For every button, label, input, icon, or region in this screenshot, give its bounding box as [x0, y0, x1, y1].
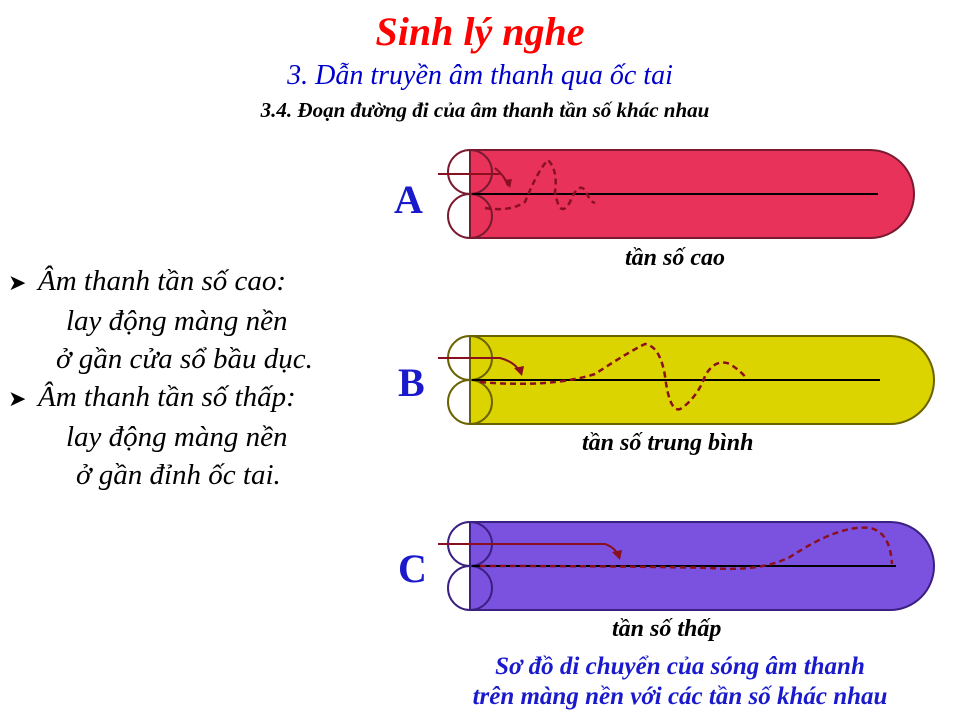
round-window-shape: [447, 565, 493, 611]
bullet-item: ➤ Âm thanh tần số cao:: [8, 262, 378, 302]
caption-line: trên màng nền với các tần số khác nhau: [472, 683, 888, 710]
bullet-text-line: ở gần cửa sổ bầu dục.: [56, 343, 313, 375]
panel-letter: C: [398, 546, 427, 591]
panel-b: B tần số trung bình: [398, 335, 935, 456]
arrow-bullet-icon: ➤: [8, 270, 27, 295]
bullet-text-line: ở gần đỉnh ốc tai.: [76, 459, 281, 491]
bullet-list: ➤Âm thanh tần số cao: lay động màng nền …: [8, 262, 378, 494]
bullet-text: Âm thanh tần số thấp:: [38, 381, 296, 413]
round-window-shape: [447, 379, 493, 425]
wave-path: [479, 342, 748, 411]
caption-line: Sơ đồ di chuyển của sóng âm thanh: [495, 653, 865, 680]
cochlea-diagram: A tần số cao B tần số trung bình C tần s…: [394, 149, 935, 642]
wave-path: [484, 158, 596, 211]
bullet-text: Âm thanh tần số cao:: [38, 265, 287, 297]
arrow-bullet-icon: ➤: [8, 386, 27, 411]
bullet-text-line: lay động màng nền: [66, 305, 288, 337]
panel-a: A tần số cao: [394, 149, 915, 271]
panel-caption: tần số cao: [625, 245, 725, 271]
panel-caption: tần số trung bình: [582, 430, 753, 456]
panel-caption: tần số thấp: [612, 616, 721, 642]
bullet-text-line: lay động màng nền: [66, 421, 288, 453]
round-window-shape: [447, 193, 493, 239]
bullet-item: ➤ Âm thanh tần số thấp:: [8, 378, 378, 418]
slide-subtitle: 3. Dẫn truyền âm thanh qua ốc tai: [287, 60, 673, 91]
panel-letter: B: [398, 360, 425, 405]
section-heading: 3.4. Đoạn đường đi của âm thanh tần số k…: [260, 98, 710, 122]
panel-letter: A: [394, 177, 423, 222]
wave-path: [479, 526, 894, 571]
slide-title: Sinh lý nghe: [375, 9, 585, 54]
diagram-caption: Sơ đồ di chuyển của sóng âm thanh trên m…: [400, 652, 960, 712]
panel-c: C tần số thấp: [398, 521, 935, 642]
